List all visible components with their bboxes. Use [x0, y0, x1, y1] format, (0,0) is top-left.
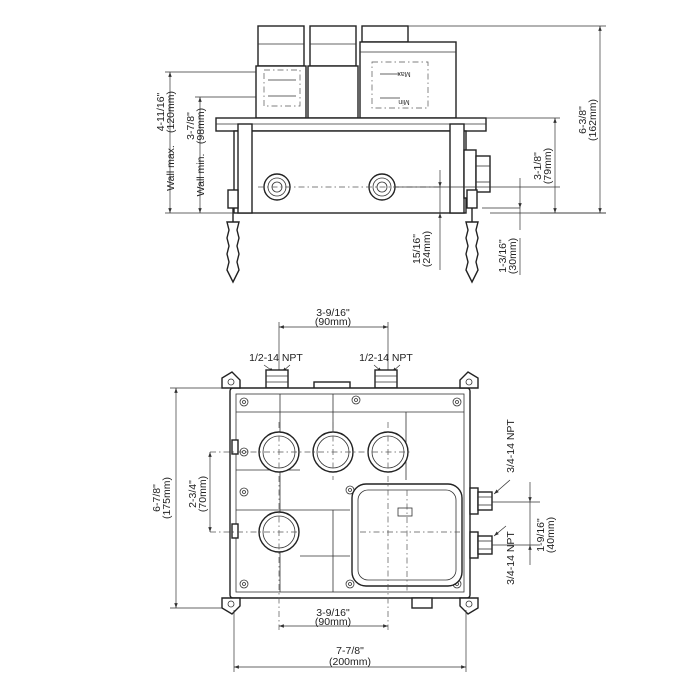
wall-max-mm: (120mm) — [165, 91, 177, 133]
inlet-fitting-right — [374, 369, 398, 389]
wall-max-label: Wall max. — [165, 145, 177, 191]
wall-min-mm: (98mm) — [195, 108, 207, 144]
outlet-top-label: 3/4-14 NPT — [505, 419, 517, 473]
outlet-spacing-mm: (40mm) — [545, 517, 557, 553]
width-mm: (200mm) — [329, 656, 371, 668]
inlet-offset-inches: 15/16" — [411, 234, 423, 264]
valve-body-side — [233, 123, 491, 214]
stud-offset-inches: 1-3/16" — [497, 239, 509, 273]
inlet-left-label: 1/2-14 NPT — [249, 352, 303, 364]
outlet-spacing-inches: 1-9/16" — [535, 518, 547, 552]
stud-right — [465, 189, 479, 284]
front-view: 3-9/16" (90mm) 1/2-14 NPT 1/2-14 NPT — [151, 307, 557, 672]
top-spacing-mm: (90mm) — [315, 316, 351, 328]
inlet-right-label: 1/2-14 NPT — [359, 352, 413, 364]
outlet-bottom-label: 3/4-14 NPT — [505, 531, 517, 585]
side-view: Max Min — [155, 25, 606, 284]
corner-ears — [221, 371, 479, 615]
outlet-fitting-bottom — [469, 531, 493, 559]
min-mark: Min — [398, 98, 409, 105]
mounting-plate — [215, 117, 487, 132]
stud-left — [226, 189, 240, 284]
thermostatic-cartridge: Max Min — [359, 25, 457, 119]
max-mark: Max — [397, 70, 411, 77]
wall-min-inches: 3-7/8" — [185, 112, 197, 140]
bottom-spacing-mm: (90mm) — [315, 616, 351, 628]
total-height-inches: 6-3/8" — [577, 106, 589, 134]
width-inches: 7-7/8" — [336, 645, 364, 657]
top-spacing-inches: 3-9/16" — [316, 307, 350, 319]
wall-max-inches: 4-11/16" — [155, 92, 167, 131]
outlet-height-inches: 3-1/8" — [532, 152, 544, 180]
row-spacing-inches: 2-3/4" — [187, 480, 199, 508]
cartridge-left — [255, 25, 307, 119]
inlet-offset-mm: (24mm) — [421, 231, 433, 267]
height-inches: 6-7/8" — [151, 484, 163, 512]
outlet-fitting-top — [469, 487, 493, 515]
total-height-mm: (162mm) — [587, 99, 599, 141]
wall-min-label: Wall min. — [195, 154, 207, 197]
outlet-height-mm: (79mm) — [542, 148, 554, 184]
stud-offset-mm: (30mm) — [507, 238, 519, 274]
inlet-fitting-left — [265, 369, 289, 389]
cartridge-middle — [307, 25, 359, 119]
row-spacing-mm: (70mm) — [197, 476, 209, 512]
bottom-spacing-inches: 3-9/16" — [316, 607, 350, 619]
height-mm: (175mm) — [161, 477, 173, 519]
